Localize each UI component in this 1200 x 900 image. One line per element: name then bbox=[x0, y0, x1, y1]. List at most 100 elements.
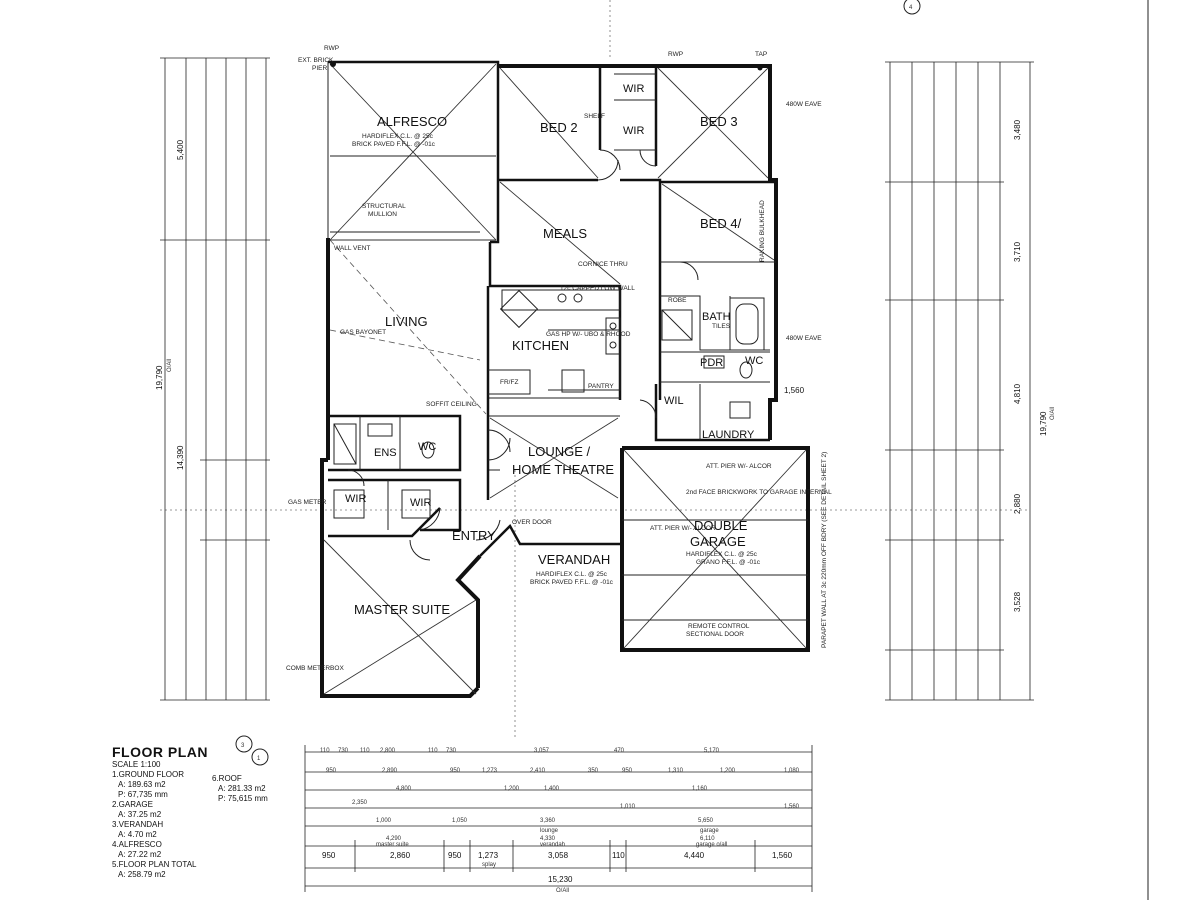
ref-3: 3 bbox=[241, 743, 245, 749]
legend-roof-perim: P: 75,615 mm bbox=[218, 794, 268, 803]
room-wir: WIR bbox=[623, 125, 644, 137]
note-alfresco-floor: BRICK PAVED F.F.L. @ -01c bbox=[352, 141, 436, 148]
note-wall-vent: WALL VENT bbox=[334, 245, 370, 252]
dim-row5-label-lounge: lounge bbox=[540, 828, 559, 834]
exterior-walls bbox=[320, 60, 810, 698]
room-labels: ALFRESCO BED 2 BED 3 WIR WIR MEALS BED 4… bbox=[345, 83, 763, 617]
room-alfresco: ALFRESCO bbox=[377, 114, 447, 129]
bath-tub bbox=[729, 297, 765, 351]
note-brickwork: 2nd FACE BRICKWORK TO GARAGE INTERNAL bbox=[686, 489, 832, 496]
note-verandah-floor: BRICK PAVED F.F.L. @ -01c bbox=[530, 579, 614, 586]
ref-label: 4 bbox=[909, 5, 913, 11]
note-structural: STRUCTURAL bbox=[362, 203, 406, 210]
dim-label-master: master suite bbox=[376, 842, 409, 848]
room-lounge: LOUNGE / bbox=[528, 444, 591, 459]
toilet-icon bbox=[421, 441, 435, 459]
note-pantry: PANTRY bbox=[588, 383, 614, 390]
note-verandah-ceiling: HARDIFLEX C.L. @ 25c bbox=[536, 571, 608, 578]
legend-ground-perim: P: 67,735 mm bbox=[118, 790, 168, 799]
note-sectional: SECTIONAL DOOR bbox=[686, 631, 744, 638]
note-cornice-thru: CORNICE THRU bbox=[578, 261, 628, 268]
dim-top-8: 5,170 bbox=[704, 748, 720, 754]
legend-roof-block: 6.ROOF A: 281.33 m2 P: 75,615 mm bbox=[212, 774, 268, 804]
dim-row4-3: 3,360 bbox=[540, 818, 556, 824]
dim-label-verandah: verandah bbox=[540, 842, 565, 848]
dim-row3-0: 4,800 bbox=[396, 786, 412, 792]
dim-top-5: 730 bbox=[446, 748, 457, 754]
dim-bottom-5: 110 bbox=[612, 851, 625, 860]
dim-row2-8: 1,200 bbox=[720, 768, 736, 774]
note-eave: 480W EAVE bbox=[786, 335, 822, 342]
dim-row3-2: 1,400 bbox=[544, 786, 560, 792]
dim-row3-4: 1,160 bbox=[692, 786, 708, 792]
internal-walls bbox=[328, 66, 776, 538]
sink-icon bbox=[557, 293, 567, 303]
dim-row2-7: 1,310 bbox=[668, 768, 684, 774]
door-swings bbox=[347, 149, 699, 561]
dim-right-b: 3,710 bbox=[1013, 241, 1022, 262]
note-robe: ROBE bbox=[668, 297, 687, 304]
note-att-pier: ATT. PIER W/- ALCOR bbox=[650, 525, 716, 532]
dim-row4-2: 1,050 bbox=[452, 818, 468, 824]
room-pdr: PDR bbox=[700, 357, 723, 369]
section-marker-legend: 3 1 bbox=[235, 735, 269, 766]
legend-total: 5.FLOOR PLAN TOTAL bbox=[112, 860, 197, 869]
note-pier: PIER bbox=[312, 65, 327, 72]
room-verandah: VERANDAH bbox=[538, 552, 610, 567]
note-parapet: PARAPET WALL AT 3c 220mm OFF BDRY (SEE D… bbox=[821, 452, 828, 648]
dim-right-a: 3,480 bbox=[1013, 119, 1022, 140]
dim-bottom-6: 4,440 bbox=[684, 851, 705, 860]
fixtures bbox=[330, 61, 765, 519]
dim-row3-3: 1,010 bbox=[620, 804, 636, 810]
room-kitchen: KITCHEN bbox=[512, 338, 569, 353]
dim-row5-label-garage: garage bbox=[700, 828, 719, 834]
dim-bottom-1: 2,860 bbox=[390, 851, 411, 860]
dim-bottom-3: 1,273 bbox=[478, 851, 499, 860]
note-over-door: OVER DOOR bbox=[512, 519, 552, 526]
legend-scale: SCALE 1:100 bbox=[112, 760, 161, 769]
room-wir-master: WIR bbox=[345, 493, 366, 505]
note-soffit-ceiling: SOFFIT CEILING bbox=[426, 401, 477, 408]
dim-overall-depth-right: 19,790 bbox=[1039, 411, 1048, 436]
note-raking-bulkhead: RAKING BULKHEAD bbox=[759, 200, 766, 262]
dim-row3-1: 1,200 bbox=[504, 786, 520, 792]
legend-garage-area: A: 37.25 m2 bbox=[118, 810, 162, 819]
note-rwp: RWP bbox=[668, 51, 683, 58]
dim-overall-width-label: O/All bbox=[556, 888, 569, 894]
room-living: LIVING bbox=[385, 314, 428, 329]
legend-garage: 2.GARAGE bbox=[112, 800, 153, 809]
dim-row2-6: 950 bbox=[622, 768, 633, 774]
note-gas-bayonet: GAS BAYONET bbox=[340, 329, 386, 336]
dim-top-4: 110 bbox=[428, 748, 438, 754]
legend-verandah-area: A: 4.70 m2 bbox=[118, 830, 157, 839]
room-home-theatre: HOME THEATRE bbox=[512, 462, 614, 477]
room-laundry: LAUNDRY bbox=[702, 429, 755, 441]
pier-icon bbox=[330, 61, 336, 67]
legend-alfresco: 4.ALFRESCO bbox=[112, 840, 162, 849]
legend-roof: 6.ROOF bbox=[212, 774, 242, 783]
room-wir-master: WIR bbox=[410, 497, 431, 509]
note-alfresco-ceiling: HARDIFLEX C.L. @ 25c bbox=[362, 133, 434, 140]
note-tiles: TILES bbox=[712, 323, 731, 330]
dim-row5-2: 6,110 bbox=[700, 836, 715, 842]
note-eave: 480W EAVE bbox=[786, 101, 822, 108]
room-bath: BATH bbox=[702, 311, 731, 323]
legend-verandah: 3.VERANDAH bbox=[112, 820, 164, 829]
note-gas-meter: GAS METER bbox=[288, 499, 327, 506]
room-bed-2: BED 2 bbox=[540, 120, 578, 135]
wir-shelf bbox=[401, 489, 431, 519]
room-garage: GARAGE bbox=[690, 534, 746, 549]
note-remote: REMOTE CONTROL bbox=[688, 623, 750, 630]
dim-left-total: 14,390 bbox=[176, 445, 185, 470]
dim-left-alfresco: 5,400 bbox=[176, 139, 185, 160]
dim-row5-0: 4,290 bbox=[386, 836, 402, 842]
island-icon bbox=[499, 289, 539, 329]
room-master-suite: MASTER SUITE bbox=[354, 602, 450, 617]
room-wil: WIL bbox=[664, 395, 684, 407]
dim-row5-1: 4,330 bbox=[540, 836, 556, 842]
shower-icon bbox=[661, 309, 693, 341]
dim-row2-5: 350 bbox=[588, 768, 599, 774]
wir-shelf bbox=[333, 489, 365, 519]
legend-roof-area: A: 281.33 m2 bbox=[218, 784, 266, 793]
